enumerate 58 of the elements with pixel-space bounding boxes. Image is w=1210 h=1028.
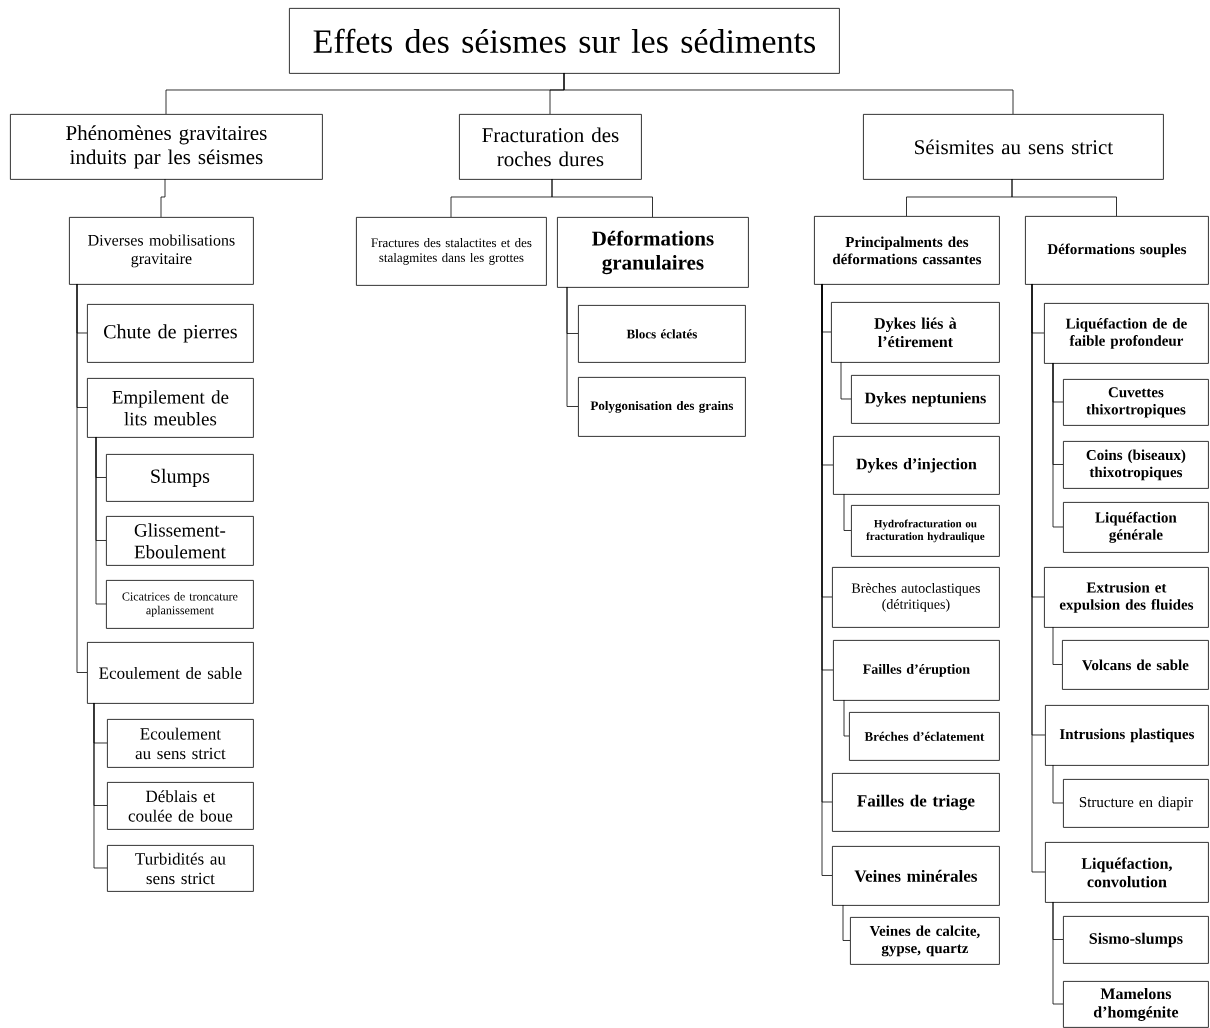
connector-line xyxy=(1052,764,1064,804)
connector-line xyxy=(160,178,166,218)
category-box: Polygonisation des grains xyxy=(578,377,746,437)
category-box: Dykes neptuniens xyxy=(851,375,1000,424)
category-box: Ecoulement au sens strict xyxy=(107,719,254,768)
category-box: Empilement de lits meubles xyxy=(87,378,254,438)
title-box: Effets des séismes sur les sédiments xyxy=(289,8,840,74)
category-box: Fracturation des roches dures xyxy=(459,114,642,180)
category-box: Diverses mobilisations gravitaire xyxy=(69,217,254,285)
category-box: Structure en diapir xyxy=(1063,779,1209,828)
connector-line xyxy=(843,699,850,737)
category-box: Failles d’éruption xyxy=(833,640,1000,701)
category-box: Extrusion et expulsion des fluides xyxy=(1044,567,1209,628)
category-box: Hydrofracturation ou fracturation hydraulique xyxy=(851,505,1000,557)
category-box: Veines de calcite, gypse, quartz xyxy=(850,917,1000,965)
category-box: Liquéfaction générale xyxy=(1063,502,1209,553)
category-box: Brèches autoclastiques (détritiques) xyxy=(832,567,1000,628)
connector-line xyxy=(563,72,1014,115)
category-box: Mamelons d’homgénite xyxy=(1063,981,1209,1028)
category-box: Phénomènes gravitaires induits par les séismes xyxy=(10,114,323,180)
category-box: Glissement-Eboulement xyxy=(106,516,254,566)
connector-line xyxy=(1052,901,1064,1005)
connector-line xyxy=(1052,626,1063,665)
category-box: Sismo-slumps xyxy=(1063,916,1209,964)
category-box: Intrusions plastiques xyxy=(1045,705,1209,766)
category-box: Veines minérales xyxy=(832,846,1000,906)
category-box: Dykes d’injection xyxy=(833,436,1000,495)
category-box: Principalments des déformations cassantes xyxy=(814,216,1000,285)
connector-line xyxy=(95,436,107,605)
category-box: Failles de triage xyxy=(832,773,1000,832)
category-box: Ecoulement de sable xyxy=(87,642,254,704)
category-box: Turbidités au sens strict xyxy=(107,845,254,892)
connector-line xyxy=(840,361,852,400)
category-box: Cuvettes thixortropiques xyxy=(1063,379,1209,426)
category-box: Dykes liés à l’étirement xyxy=(831,302,1000,363)
category-box: Chute de pierres xyxy=(87,304,254,363)
category-box: Déformations granulaires xyxy=(557,217,749,288)
connector-line xyxy=(551,178,653,218)
connector-line xyxy=(1011,178,1117,217)
connector-line xyxy=(76,283,88,673)
category-box: Coins (biseaux) thixotropiques xyxy=(1063,441,1209,489)
category-box: Déformations souples xyxy=(1025,216,1209,285)
category-box: Liquéfaction de de faible profondeur xyxy=(1044,303,1209,364)
category-box: Séismites au sens strict xyxy=(863,114,1164,180)
connector-line xyxy=(1031,283,1046,873)
connector-line xyxy=(1052,362,1064,528)
category-box: Bréches d’éclatement xyxy=(849,712,1000,761)
category-box: Cicatrices de troncature aplanissement xyxy=(106,580,254,629)
connector-line xyxy=(566,286,579,407)
category-box: Déblais et coulée de boue xyxy=(107,782,254,830)
connector-line xyxy=(842,904,851,941)
connector-line xyxy=(843,493,852,531)
category-box: Slumps xyxy=(106,454,254,502)
category-box: Blocs éclatés xyxy=(578,305,746,363)
category-box: Volcans de sable xyxy=(1062,640,1209,690)
category-box: Liquéfaction, convolution xyxy=(1045,842,1209,903)
connector-line xyxy=(93,702,108,869)
category-box: Fractures des stalactites et des stalagmites dans les grottes xyxy=(356,217,547,286)
